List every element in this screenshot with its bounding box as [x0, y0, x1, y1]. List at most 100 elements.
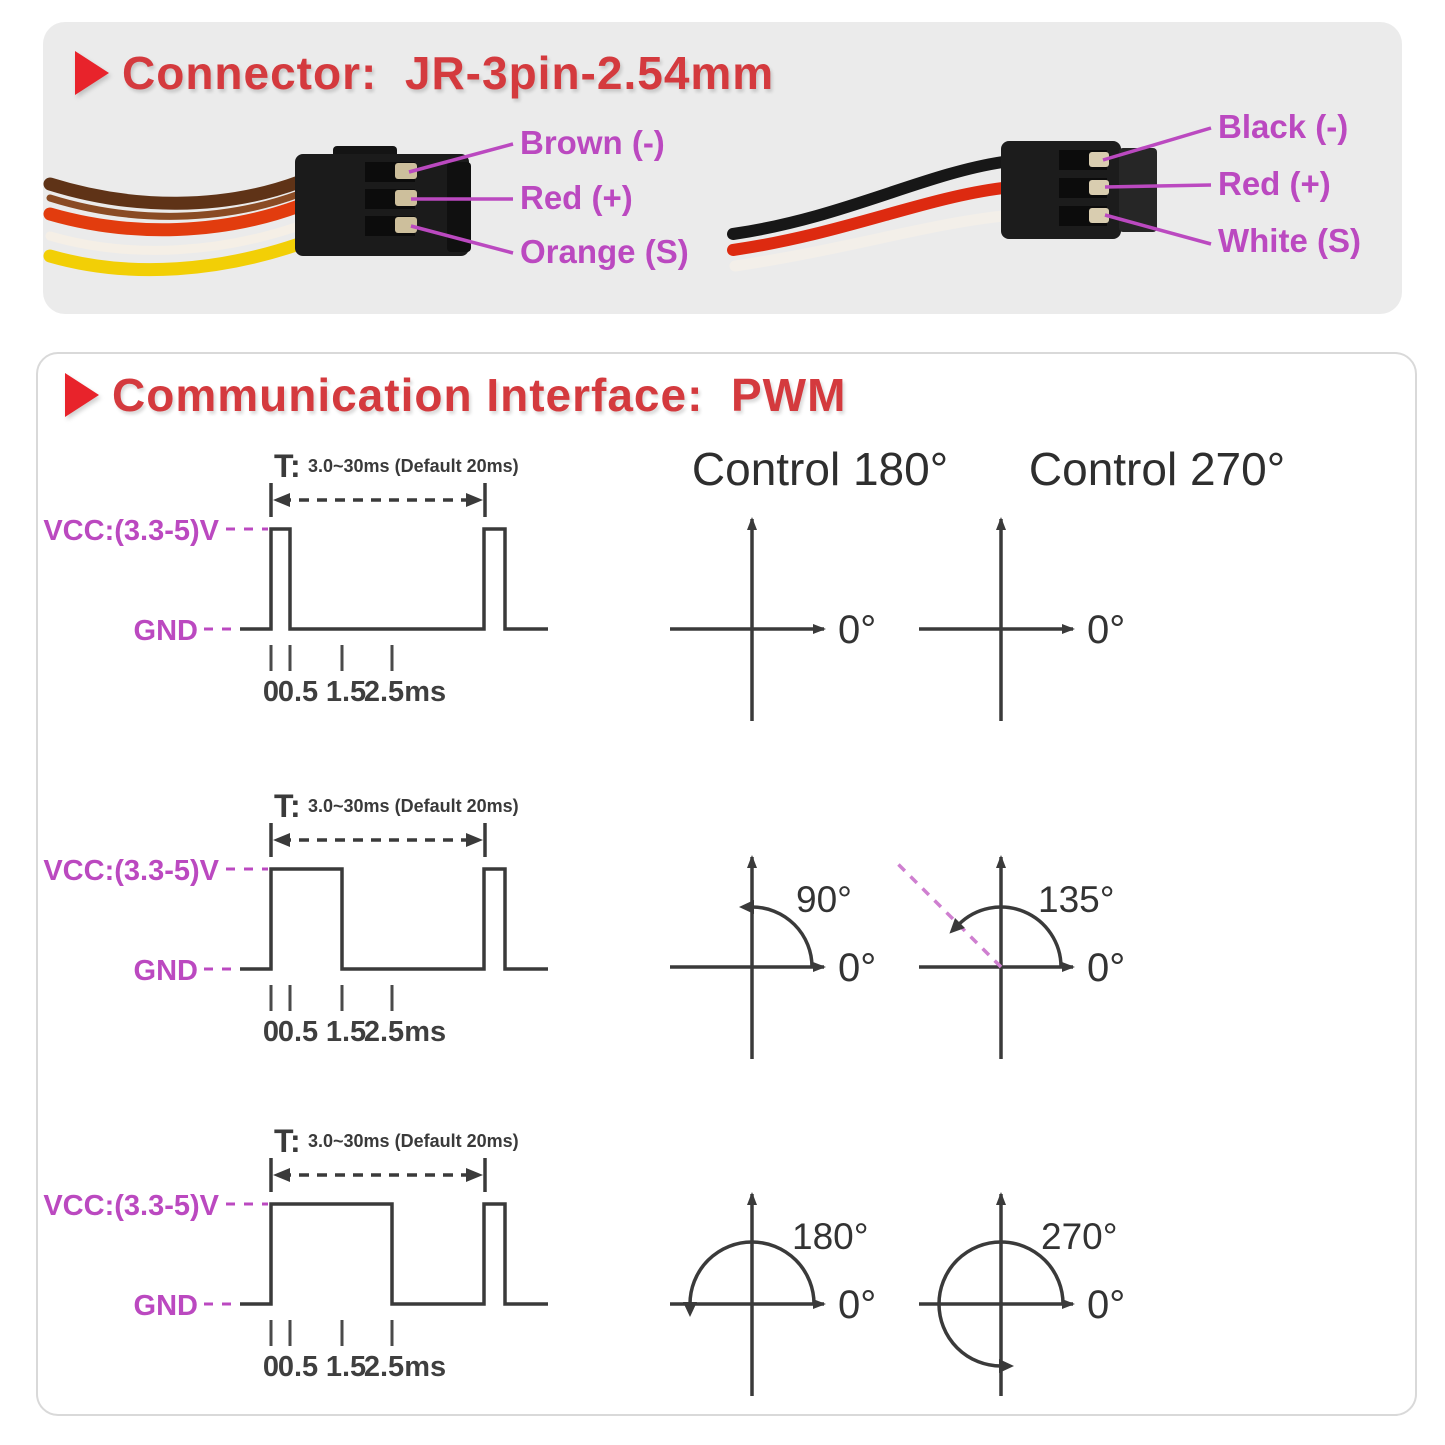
- angle-arc-90: [751, 905, 814, 968]
- angle-arc-135: [957, 905, 1063, 968]
- tick-0: 0: [263, 1016, 279, 1048]
- period-prefix: T:: [274, 448, 301, 484]
- angle-270-label: 270°: [1041, 1216, 1118, 1257]
- gnd-label: GND: [134, 955, 198, 987]
- waveform-row-1: T: 3.0~30ms (Default 20ms) VCC:(3.3-5)V …: [43, 448, 548, 708]
- leader-line-brown: [408, 142, 514, 174]
- pwm-panel-title: Communication Interface: PWM: [112, 369, 847, 421]
- connector-right-cap: [447, 162, 471, 252]
- white-wire: [729, 210, 1009, 272]
- arc-arrowhead: [683, 1302, 697, 1317]
- red-wire: [43, 199, 306, 237]
- pwm-waveform: [240, 527, 548, 631]
- gnd-label: GND: [134, 615, 198, 647]
- yellow-wire: [43, 237, 306, 277]
- arrow-right: [466, 493, 483, 507]
- tick-1.5: 1.5: [326, 1016, 366, 1048]
- pwm-panel: Communication Interface: PWM Control 180…: [36, 352, 1417, 1416]
- red-triangle-icon: [65, 373, 99, 417]
- tick-0: 0: [263, 1351, 279, 1383]
- angle-arc-180: [688, 1240, 816, 1305]
- period-prefix: T:: [274, 1123, 301, 1159]
- tick-0.5: 0.5: [278, 676, 318, 708]
- white-strand: [45, 221, 304, 255]
- waveform-row-3: T: 3.0~30ms (Default 20ms) VCC:(3.3-5)V …: [43, 1123, 548, 1383]
- metal-pin-3: [395, 217, 417, 233]
- angle-90-label: 90°: [796, 879, 852, 920]
- zero-degree-label: 0°: [1087, 1283, 1125, 1327]
- label-red-positive: Red (+): [520, 179, 633, 216]
- zero-degree-label: 0°: [838, 1283, 876, 1327]
- angle-135-label: 135°: [1038, 879, 1115, 920]
- arc-arrowhead: [999, 1359, 1014, 1373]
- black-wire: [727, 156, 1009, 240]
- control-270-diagram-row-1: 0°: [919, 517, 1125, 721]
- connector-right-cap: [1119, 148, 1157, 232]
- arrow-left: [273, 833, 290, 847]
- connector-panel-title: Connector: JR-3pin-2.54mm: [122, 47, 775, 99]
- angle-180-label: 180°: [792, 1216, 869, 1257]
- pwm-waveform: [240, 1202, 548, 1306]
- period-value: 3.0~30ms (Default 20ms): [308, 1131, 519, 1151]
- leader-line-black: [1102, 126, 1212, 162]
- zero-degree-label: 0°: [1087, 946, 1125, 990]
- metal-pin-2: [1089, 180, 1109, 195]
- gnd-label: GND: [134, 1290, 198, 1322]
- label-white-signal: White (S): [1218, 222, 1361, 259]
- arrow-right: [466, 833, 483, 847]
- column-header-control-180: Control 180°: [692, 443, 948, 495]
- tick-0.5: 0.5: [278, 1016, 318, 1048]
- arc-arrowhead: [739, 900, 754, 914]
- pwm-diagrams: Control 180° Control 270° T: 3.0~30ms (D…: [43, 443, 1285, 1396]
- metal-pin-3: [1089, 208, 1109, 223]
- vcc-label: VCC:(3.3-5)V: [43, 1190, 219, 1222]
- zero-degree-label: 0°: [838, 608, 876, 652]
- connector-photos: [43, 126, 1212, 277]
- connector-panel: Connector: JR-3pin-2.54mm: [43, 22, 1402, 314]
- red-triangle-icon: [75, 51, 109, 95]
- tick-marks: [269, 985, 394, 1011]
- vcc-label: VCC:(3.3-5)V: [43, 515, 219, 547]
- leader-line-white: [1104, 213, 1212, 246]
- label-orange-signal: Orange (S): [520, 233, 689, 270]
- angle-arc-270: [937, 1240, 1065, 1368]
- control-270-diagram-row-3: 0° 270°: [919, 1192, 1125, 1396]
- column-header-control-270: Control 270°: [1029, 443, 1285, 495]
- metal-pin-2: [395, 190, 417, 206]
- brown-wire: [43, 175, 306, 210]
- tick-1.5: 1.5: [326, 1351, 366, 1383]
- period-value: 3.0~30ms (Default 20ms): [308, 796, 519, 816]
- pwm-waveform: [240, 867, 548, 971]
- label-brown-negative: Brown (-): [520, 124, 665, 161]
- red-wire: [727, 182, 1009, 256]
- control-270-diagram-row-2: 0° 135°: [894, 855, 1125, 1059]
- arc-arrowhead: [949, 918, 965, 934]
- period-value: 3.0~30ms (Default 20ms): [308, 456, 519, 476]
- control-180-diagram-row-1: 0°: [670, 517, 876, 721]
- label-red-positive-right: Red (+): [1218, 165, 1331, 202]
- control-180-diagram-row-3: 0° 180°: [670, 1192, 876, 1396]
- zero-degree-label: 0°: [1087, 608, 1125, 652]
- arrow-left: [273, 1168, 290, 1182]
- control-180-diagram-row-2: 0° 90°: [670, 855, 876, 1059]
- arrow-right: [466, 1168, 483, 1182]
- right-connector-photo: [727, 126, 1212, 272]
- pwm-panel-title-row: Communication Interface: PWM: [65, 368, 846, 422]
- tick-1.5: 1.5: [326, 676, 366, 708]
- tick-2.5ms: 2.5ms: [364, 1351, 446, 1383]
- tick-marks: [269, 645, 394, 671]
- vcc-label: VCC:(3.3-5)V: [43, 855, 219, 887]
- left-connector-photo: [43, 142, 514, 277]
- brown-wire-highlight: [46, 190, 303, 220]
- period-prefix: T:: [274, 788, 301, 824]
- connector-panel-title-row: Connector: JR-3pin-2.54mm: [75, 46, 774, 100]
- arrow-left: [273, 493, 290, 507]
- label-black-negative: Black (-): [1218, 108, 1349, 145]
- dashed-135-line: [894, 860, 1003, 969]
- tick-marks: [269, 1320, 394, 1346]
- metal-pin-1: [395, 163, 417, 179]
- leader-line-red: [1104, 183, 1212, 189]
- tick-0: 0: [263, 676, 279, 708]
- zero-degree-label: 0°: [838, 946, 876, 990]
